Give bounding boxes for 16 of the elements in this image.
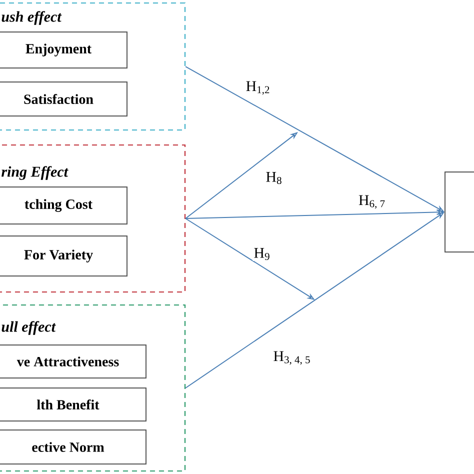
group-title: ring Effect	[2, 166, 68, 180]
factor-box: ective Norm	[0, 430, 146, 464]
factor-box: For Variety	[0, 236, 128, 276]
group-title: ull effect	[2, 321, 56, 335]
edge-label: H$_{6, 7}$	[357, 194, 387, 210]
factor-box: Satisfaction	[0, 82, 128, 116]
factor-box: Enjoyment	[0, 32, 128, 68]
factor-box: ve Attractiveness	[0, 344, 146, 378]
edge-label: H$_{8}$	[264, 170, 284, 186]
factor-box: lth Benefit	[0, 388, 146, 422]
edge-label: H$_{1,2}$	[244, 80, 272, 96]
factor-box: tching Cost	[0, 186, 128, 224]
outcome-box	[444, 172, 474, 252]
group-title: ush effect	[2, 11, 62, 25]
edge-label: H$_{3, 4, 5}$	[272, 350, 312, 366]
edge-label: H$_{9}$	[252, 246, 272, 262]
